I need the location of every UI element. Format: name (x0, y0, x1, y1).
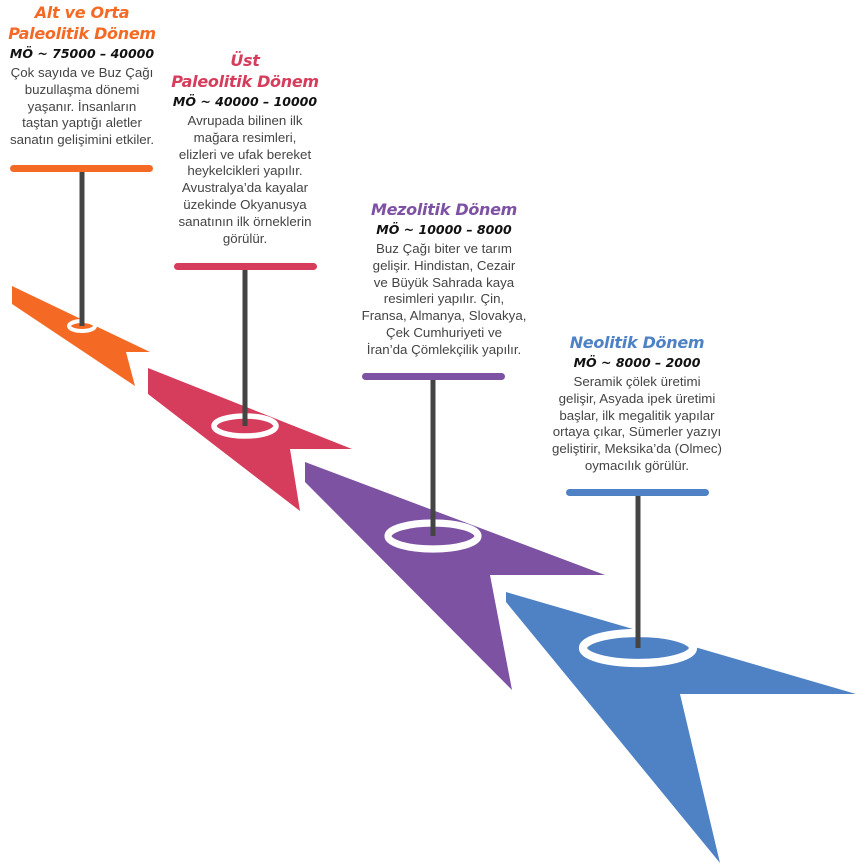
header-bar-purple (362, 373, 505, 380)
period-title-line: Mezolitik Dönem (370, 200, 518, 219)
description-line: yaşanır. İnsanların (27, 98, 137, 114)
description-line: gelişir, Asyada ipek üretimi (558, 390, 716, 406)
description-line: heykelcikleri yapılır. (187, 163, 303, 179)
description-line: Seramik çölek üretimi (573, 374, 701, 389)
chevron-segment-orange (12, 286, 150, 386)
description-line: sanatın gelişimini etkiler. (9, 132, 155, 148)
description-line: Avrupada bilinen ilk (187, 113, 303, 128)
description-line: sanatının ilk örneklerin (178, 213, 312, 229)
chevron-segment-blue (506, 592, 856, 863)
chevron-segment-purple (305, 462, 605, 690)
description-line: buzullaşma dönemi (24, 81, 140, 97)
period-title: Üst Paleolitik Dönem (165, 50, 325, 92)
description-line: geliştirir, Meksika’da (Olmec) (552, 441, 722, 457)
header-bar-orange (10, 165, 153, 172)
period-title: Alt ve Orta Paleolitik Dönem (0, 2, 164, 44)
period-title-line: Paleolitik Dönem (8, 24, 156, 43)
period-card-alt-orta-paleolitik: Alt ve Orta Paleolitik Dönem MÖ ~ 75000 … (0, 2, 164, 149)
period-description: Buz Çağı biter ve tarım gelişir. Hindist… (344, 241, 544, 359)
period-card-mezolitik: Mezolitik Dönem MÖ ~ 10000 – 8000 Buz Ça… (344, 199, 544, 359)
description-line: Çok sayıda ve Buz Çağı (10, 65, 154, 80)
period-date: MÖ ~ 8000 – 2000 (573, 355, 701, 370)
period-description: Seramik çölek üretimi gelişir, Asyada ip… (537, 374, 737, 475)
period-date: MÖ ~ 40000 – 10000 (172, 94, 318, 109)
description-line: taştan yaptığı aletler (22, 115, 142, 131)
period-title: Mezolitik Dönem (344, 199, 544, 220)
description-line: Avustralya’da kayalar (181, 180, 309, 196)
period-title-line: Neolitik Dönem (569, 333, 705, 352)
description-line: resimleri yapılır. Çin, (383, 291, 505, 307)
description-line: başlar, ilk megalitik yapılar (559, 407, 715, 423)
period-title: Neolitik Dönem (537, 332, 737, 353)
header-bar-red (174, 263, 317, 270)
description-line: gelişir. Hindistan, Cezair (372, 257, 516, 273)
description-line: elizleri ve ufak bereket (178, 146, 312, 162)
description-line: üzekinde Okyanusya (183, 196, 307, 212)
period-title-line: Üst (230, 51, 260, 70)
period-description: Avrupada bilinen ilk mağara resimleri, e… (165, 113, 325, 247)
description-line: görülür. (222, 230, 268, 246)
chevron-segment-red (148, 368, 352, 511)
period-title-line: Paleolitik Dönem (171, 72, 319, 91)
period-description: Çok sayıda ve Buz Çağı buzullaşma dönemi… (0, 65, 164, 149)
description-line: İran’da Çömlekçilik yapılır. (366, 341, 522, 357)
description-line: oymacılık görülür. (584, 457, 690, 473)
description-line: Buz Çağı biter ve tarım (376, 241, 512, 256)
description-line: ortaya çıkar, Sümerler yazıyı (552, 424, 722, 440)
description-line: Fransa, Almanya, Slovakya, (361, 308, 527, 324)
period-date: MÖ ~ 10000 – 8000 (376, 222, 512, 237)
period-card-ust-paleolitik: Üst Paleolitik Dönem MÖ ~ 40000 – 10000 … (165, 50, 325, 247)
period-card-neolitik: Neolitik Dönem MÖ ~ 8000 – 2000 Seramik … (537, 332, 737, 475)
period-date: MÖ ~ 75000 – 40000 (9, 46, 155, 61)
header-bar-blue (566, 489, 709, 496)
description-line: ve Büyük Sahrada kaya (373, 274, 515, 290)
description-line: mağara resimleri, (193, 129, 297, 145)
period-title-line: Alt ve Orta (34, 3, 130, 22)
description-line: Çek Cumhuriyeti ve (385, 324, 503, 340)
